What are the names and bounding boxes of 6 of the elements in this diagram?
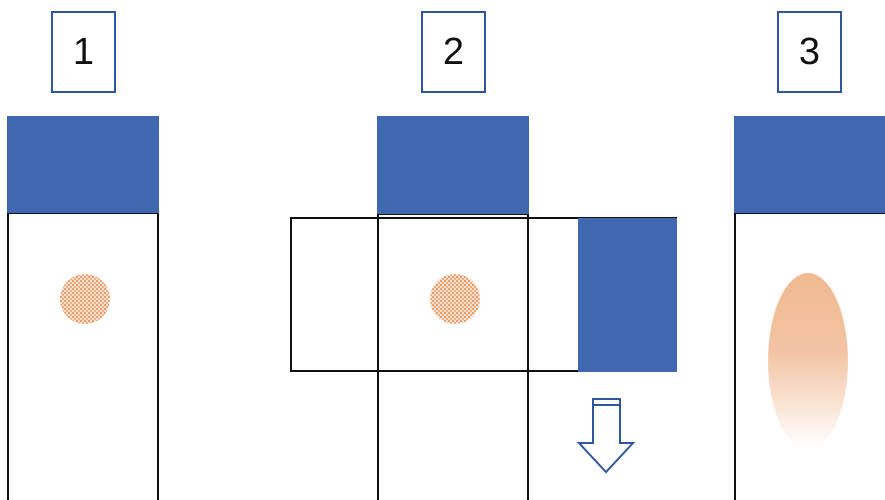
step-number: 1 — [72, 30, 94, 74]
step-number-box — [51, 11, 116, 93]
step-number: 2 — [442, 30, 464, 74]
step-number-box — [777, 11, 842, 93]
step-number: 3 — [798, 30, 820, 74]
step-number-box — [421, 11, 486, 93]
